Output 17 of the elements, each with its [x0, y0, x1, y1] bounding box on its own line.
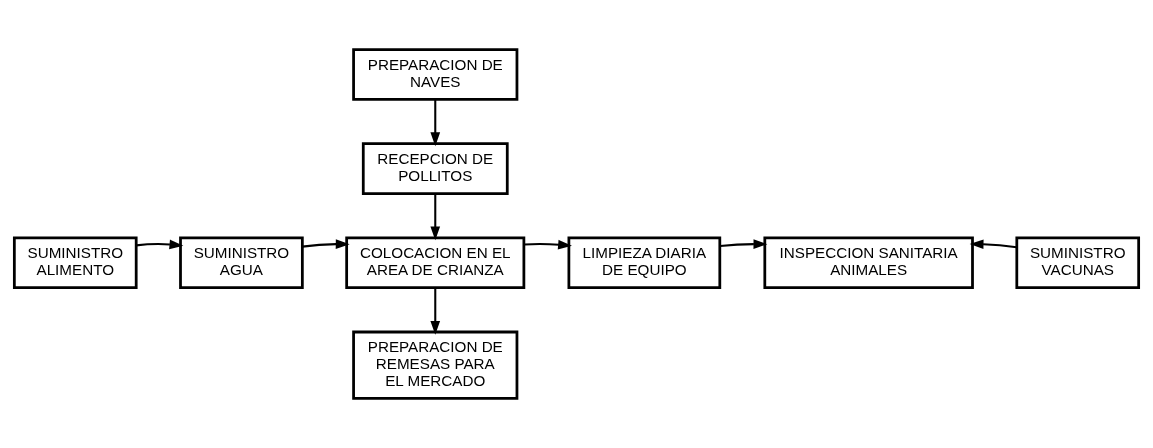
- arrow: [969, 239, 1017, 250]
- arrow: [430, 99, 441, 147]
- arrow: [430, 287, 441, 335]
- node-box: LIMPIEZA DIARIA DE EQUIPO: [567, 236, 722, 290]
- node-box: SUMINISTRO VACUNAS: [1015, 236, 1141, 290]
- arrow: [136, 239, 184, 250]
- node-box: PREPARACION DE REMESAS PARA EL MERCADO: [352, 330, 519, 400]
- node-box: COLOCACION EN EL AREA DE CRIANZA: [345, 236, 526, 290]
- node-box: RECEPCION DE POLLITOS: [361, 142, 509, 195]
- arrow: [720, 239, 768, 249]
- node-box: INSPECCION SANITARIA ANIMALES: [763, 236, 974, 290]
- arrow: [524, 239, 572, 250]
- node-box: PREPARACION DE NAVES: [352, 48, 519, 101]
- node-box: SUMINISTRO ALIMENTO: [12, 236, 138, 290]
- arrow: [430, 194, 441, 241]
- node-box: SUMINISTRO AGUA: [179, 236, 304, 290]
- arrow: [302, 239, 350, 249]
